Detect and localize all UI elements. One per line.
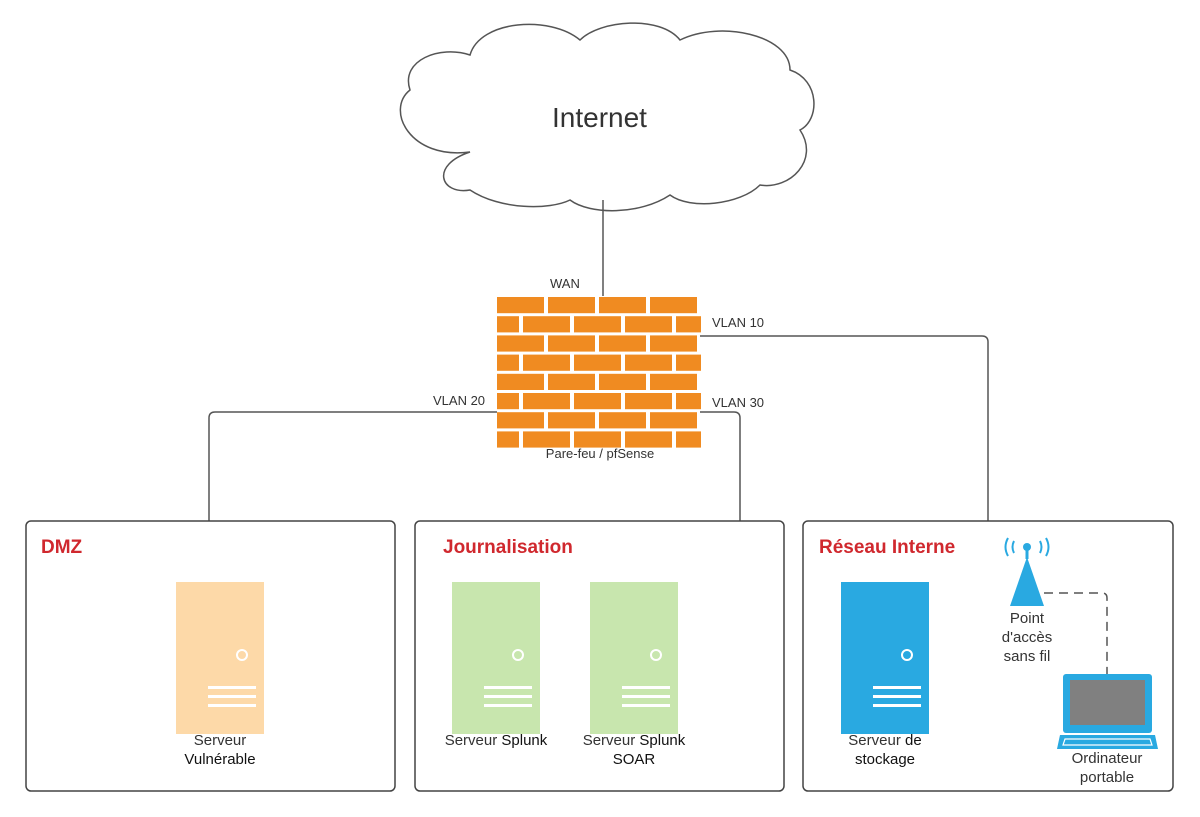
server-label-line: stockage bbox=[854, 751, 916, 768]
firewall-brick bbox=[650, 297, 697, 314]
wireless-link bbox=[1044, 592, 1108, 674]
server-icon bbox=[841, 582, 929, 734]
server-label-line: Serveur bbox=[193, 732, 247, 749]
server-label-vulnerable: Serveur Vulnérable bbox=[150, 731, 290, 769]
server-label-line: SOAR bbox=[612, 751, 656, 768]
server-icon bbox=[176, 582, 264, 734]
server-icon bbox=[452, 582, 540, 734]
firewall-brick bbox=[548, 297, 595, 314]
firewall-brick bbox=[650, 335, 697, 352]
access-point-label: Point d'accès sans fil bbox=[977, 609, 1077, 666]
server-label-line: Serveur bbox=[444, 732, 502, 749]
firewall-brick bbox=[574, 393, 621, 410]
vlan10-link bbox=[700, 335, 989, 521]
firewall-brick bbox=[548, 335, 595, 352]
server-label-line: de bbox=[905, 732, 922, 749]
vlan20-port-label: VLAN 20 bbox=[433, 393, 486, 408]
zone-title-logging: Journalisation bbox=[443, 537, 573, 558]
internet-cloud bbox=[399, 22, 815, 212]
firewall-brick bbox=[650, 412, 697, 429]
vlan30-link bbox=[700, 411, 741, 521]
firewall-brick bbox=[599, 335, 646, 352]
firewall-brick bbox=[625, 393, 672, 410]
server-label-line: Vulnérable bbox=[184, 751, 256, 768]
firewall-brick bbox=[497, 373, 544, 390]
firewall-brick bbox=[574, 316, 621, 333]
server-label-line: Splunk bbox=[501, 732, 548, 749]
firewall-brick bbox=[625, 316, 672, 333]
firewall-brick bbox=[548, 412, 595, 429]
access-point-label-line: d'accès bbox=[1001, 629, 1053, 646]
firewall-brick bbox=[497, 335, 544, 352]
firewall-brick bbox=[676, 316, 701, 333]
firewall-brick bbox=[548, 373, 595, 390]
firewall-brick bbox=[676, 393, 701, 410]
firewall-brick bbox=[523, 431, 570, 448]
laptop-icon bbox=[1057, 674, 1158, 749]
firewall-brick bbox=[676, 431, 701, 448]
firewall-brick bbox=[650, 373, 697, 390]
firewall-brick bbox=[497, 316, 519, 333]
server-icon bbox=[590, 582, 678, 734]
firewall-brick bbox=[599, 373, 646, 390]
firewall-brick bbox=[497, 354, 519, 371]
firewall-brick bbox=[625, 354, 672, 371]
laptop-label: Ordinateur portable bbox=[1052, 749, 1162, 787]
firewall-label: Pare-feu / pfSense bbox=[545, 446, 655, 461]
zone-title-internal: Réseau Interne bbox=[819, 537, 956, 558]
firewall-brick bbox=[676, 354, 701, 371]
zone-title-dmz: DMZ bbox=[41, 537, 83, 558]
server-label-line: Serveur bbox=[848, 732, 905, 749]
firewall-brick bbox=[523, 316, 570, 333]
firewall-brick bbox=[599, 412, 646, 429]
firewall-brick bbox=[574, 431, 621, 448]
firewall-brick bbox=[523, 354, 570, 371]
firewall-brick bbox=[497, 412, 544, 429]
access-point-label-line: sans fil bbox=[1003, 648, 1051, 665]
firewall-brick bbox=[497, 297, 544, 314]
server-label-storage: Serveur de stockage bbox=[815, 731, 955, 769]
firewall-brick bbox=[523, 393, 570, 410]
firewall-brick bbox=[599, 297, 646, 314]
server-label-splunk-soar: Serveur Splunk SOAR bbox=[564, 731, 704, 769]
firewall-brick bbox=[497, 393, 519, 410]
server-label-splunk: Serveur Splunk bbox=[426, 731, 566, 750]
wan-port-label: WAN bbox=[550, 276, 580, 291]
laptop-label-line: portable bbox=[1079, 769, 1135, 786]
vlan10-port-label: VLAN 10 bbox=[712, 315, 765, 330]
internet-label: Internet bbox=[552, 102, 647, 133]
vlan30-port-label: VLAN 30 bbox=[712, 395, 765, 410]
firewall-brick bbox=[625, 431, 672, 448]
firewall-icon bbox=[497, 297, 701, 448]
firewall-brick bbox=[574, 354, 621, 371]
server-label-line: Serveur bbox=[582, 732, 640, 749]
vlan20-link bbox=[208, 411, 497, 521]
server-label-line: Splunk bbox=[639, 732, 686, 749]
firewall-brick bbox=[497, 431, 519, 448]
access-point-label-line: Point bbox=[1009, 610, 1045, 627]
wireless-access-point-icon bbox=[1004, 537, 1050, 606]
laptop-label-line: Ordinateur bbox=[1071, 750, 1143, 767]
